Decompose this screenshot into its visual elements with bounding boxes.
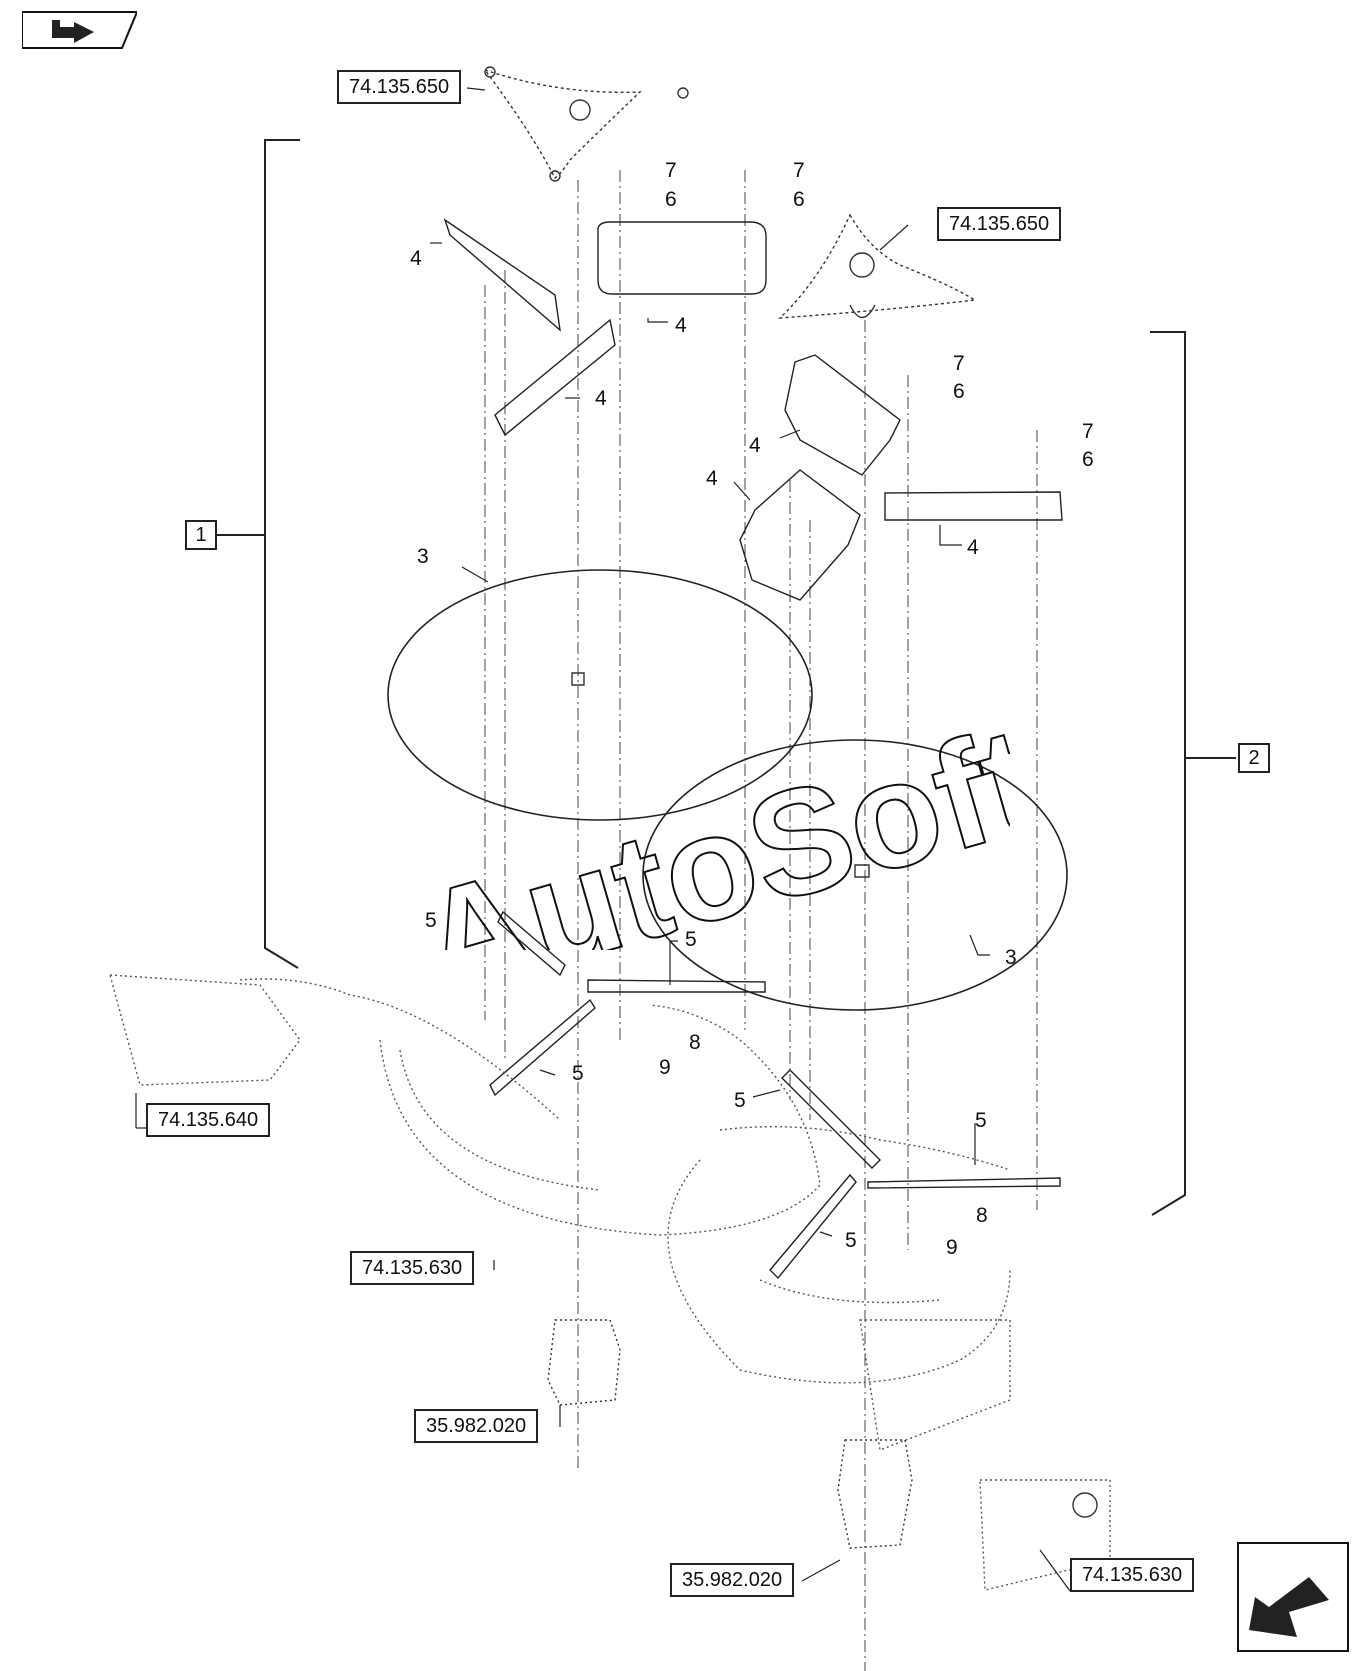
part-number-8: 8: [976, 1204, 988, 1227]
part-number-6: 6: [665, 188, 677, 211]
knife-f: [884, 491, 1063, 521]
ref-link-74-135-650-top[interactable]: 74.135.650: [337, 70, 462, 104]
part-number-7: 7: [665, 159, 677, 182]
knife-plate-d: [784, 354, 901, 476]
part-number-3: 3: [417, 545, 429, 568]
part-number-6: 6: [953, 380, 965, 403]
part-number-9: 9: [946, 1236, 958, 1259]
part-number-4: 4: [410, 247, 422, 270]
group-label-2: 2: [1238, 743, 1270, 773]
part-number-9: 9: [659, 1056, 671, 1079]
watermark-text: AutoSoft: [402, 694, 1010, 950]
part-number-3: 3: [1005, 946, 1017, 969]
ref-link-74-135-630-right[interactable]: 74.135.630: [1070, 1558, 1195, 1592]
group-1-bracket: [264, 139, 300, 969]
part-number-6: 6: [793, 188, 805, 211]
hub-plate-top: [483, 68, 642, 179]
knife-plate-e: [739, 469, 861, 601]
part-number-5: 5: [734, 1089, 746, 1112]
ref-link-74-135-630-left[interactable]: 74.135.630: [350, 1251, 475, 1285]
group-2-bracket: [1150, 331, 1186, 1216]
part-number-4: 4: [967, 536, 979, 559]
part-number-5: 5: [685, 928, 697, 951]
ref-link-74-135-650-right[interactable]: 74.135.650: [937, 207, 1062, 241]
knife-b: [494, 318, 616, 437]
part-number-5: 5: [975, 1109, 987, 1132]
frame-right: [667, 1159, 1011, 1384]
part-number-4: 4: [675, 314, 687, 337]
ref-link-35-982-020-left[interactable]: 35.982.020: [414, 1409, 539, 1443]
knife-plate-c: [597, 221, 767, 295]
next-page-arrow-icon[interactable]: [1237, 1542, 1349, 1652]
part-number-5: 5: [845, 1229, 857, 1252]
part-number-6: 6: [1082, 448, 1094, 471]
frame-left: [379, 1004, 821, 1236]
hub-plate-right: [778, 213, 978, 319]
ref-link-35-982-020-right[interactable]: 35.982.020: [670, 1563, 795, 1597]
gearbox-right: [837, 1439, 913, 1549]
part-number-5: 5: [572, 1062, 584, 1085]
gearbox-left: [547, 1319, 621, 1406]
part-number-4: 4: [595, 387, 607, 410]
disc-right: [642, 739, 1068, 1011]
disc-left: [387, 569, 813, 821]
part-number-8: 8: [689, 1031, 701, 1054]
knife-a: [443, 218, 561, 332]
part-number-4: 4: [706, 467, 718, 490]
part-number-4: 4: [749, 434, 761, 457]
part-number-5: 5: [425, 909, 437, 932]
ref-link-74-135-640[interactable]: 74.135.640: [146, 1103, 271, 1137]
previous-page-arrow-icon[interactable]: [21, 10, 139, 50]
part-number-7: 7: [1082, 420, 1094, 443]
group-label-1: 1: [185, 520, 217, 550]
part-number-7: 7: [953, 352, 965, 375]
autosoft-watermark: AutoSoft: [401, 693, 1010, 950]
part-number-7: 7: [793, 159, 805, 182]
